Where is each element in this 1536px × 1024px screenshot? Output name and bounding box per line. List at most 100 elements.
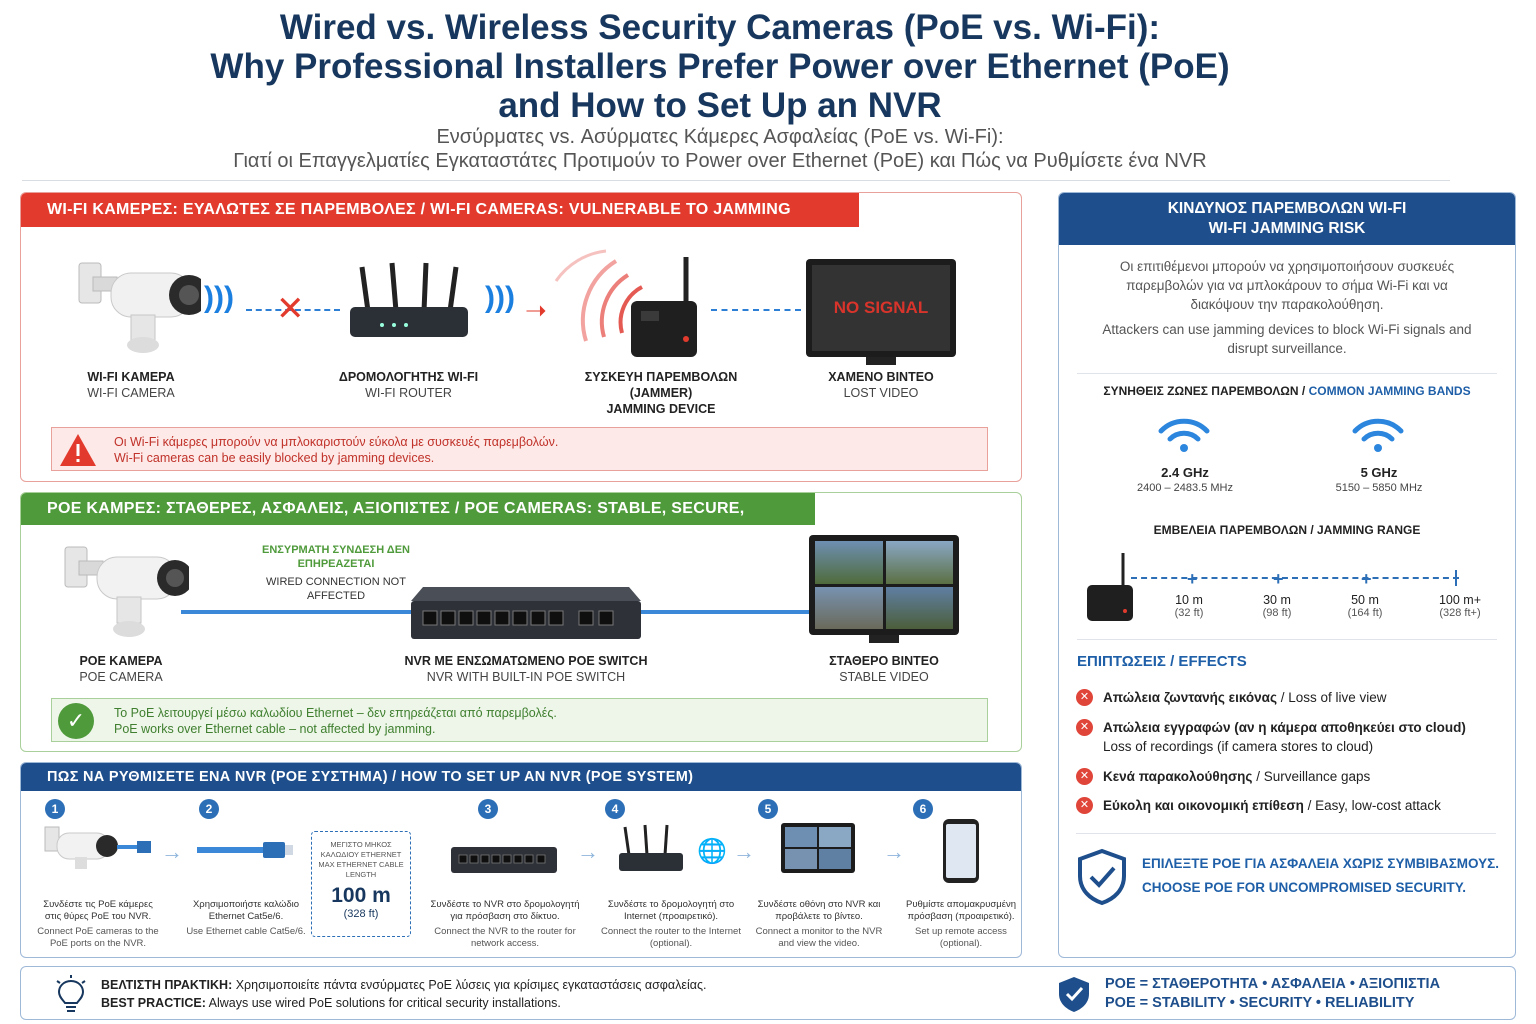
- step3-caption: Συνδέστε το NVR στο δρομολογητή για πρόσ…: [430, 899, 580, 949]
- step-arrow-5: →: [883, 839, 905, 864]
- step-arrow-1: →: [161, 839, 183, 864]
- page-title-line-3: and How to Set Up an NVR: [498, 86, 942, 125]
- range-label-100: 100 m+ (328 ft+): [1438, 593, 1482, 619]
- footer-slogan: POE = ΣΤΑΘΕΡΟΤΗΤΑ • ΑΣΦΑΛΕΙΑ • ΑΞΙΟΠΙΣΤΙ…: [1105, 976, 1441, 1011]
- stable-monitor-stand: [869, 635, 899, 643]
- jammer-device-icon: [554, 249, 697, 357]
- step-number-3: 3: [478, 799, 498, 819]
- step4-caption: Συνδέστε το δρομολογητή στο Internet (πρ…: [601, 899, 741, 949]
- step1-caption: Συνδέστε τις PoE κάμερες στις θύρες PoE …: [37, 899, 159, 949]
- step5-caption: Συνδέστε οθόνη στο NVR και προβάλετε το …: [755, 899, 883, 949]
- blocked-x-icon: ✕: [276, 290, 305, 328]
- wifi-warning-box: Οι Wi-Fi κάμερες μπορούν να μπλοκαριστού…: [51, 427, 988, 471]
- jamming-range-heading: ΕΜΒΕΛΕΙΑ ΠΑΡΕΜΒΟΛΩΝ / JAMMING RANGE: [1153, 523, 1421, 537]
- step-number-4: 4: [605, 799, 625, 819]
- risk-divider-1: [1077, 373, 1497, 374]
- jammer-link-dashed: [711, 309, 801, 311]
- step5-monitor-icon: [781, 823, 855, 873]
- wifi-cameras-panel: WI-FI ΚΑΜΕΡΕΣ: ΕΥΑΛΩΤΕΣ ΣΕ ΠΑΡΕΜΒΟΛΕΣ / …: [20, 192, 1022, 482]
- step-number-1: 1: [45, 799, 65, 819]
- risk-divider-3: [1076, 833, 1496, 834]
- poe-note-english: PoE works over Ethernet cable – not affe…: [114, 722, 436, 736]
- risk-divider-2: [1077, 639, 1497, 640]
- footer-bar: ΒΕΛΤΙΣΤΗ ΠΡΑΚΤΙΚΗ: Χρησιμοποιείτε πάντα …: [20, 966, 1516, 1020]
- step4-router-icon: [619, 824, 683, 871]
- effect-loss-live-view: ✕Απώλεια ζωντανής εικόνας / Loss of live…: [1076, 688, 1496, 707]
- step-number-2: 2: [199, 799, 219, 819]
- router-signal-waves: ))): [485, 281, 515, 314]
- ethernet-cable-icon: [197, 842, 293, 858]
- poe-cable-left: [181, 610, 413, 614]
- page-subtitle-line-1: Ενσύρματες vs. Ασύρματες Κάμερες Ασφαλεί…: [436, 126, 1004, 148]
- jammer-caption: ΣΥΣΚΕΥΗ ΠΑΡΕΜΒΟΛΩΝ (JAMMER)JAMMING DEVIC…: [584, 370, 738, 416]
- range-label-50: 50 m (164 ft): [1347, 593, 1383, 619]
- red-arrow-icon: ➝: [525, 295, 547, 325]
- shield-check-icon: [1078, 848, 1126, 906]
- poe-note-box: ✓ Το PoE λειτουργεί μέσω καλωδίου Ethern…: [51, 698, 988, 742]
- wifi-panel-heading: WI-FI ΚΑΜΕΡΕΣ: ΕΥΑΛΩΤΕΣ ΣΕ ΠΑΡΕΜΒΟΛΕΣ / …: [21, 193, 859, 227]
- step2-caption: Χρησιμοποιήστε καλώδιο Ethernet Cat5e/6.…: [186, 899, 306, 937]
- poe-camera-icon: [64, 546, 189, 637]
- step-arrow-4: →: [733, 839, 755, 864]
- wired-connection-label: ΕΝΣΥΡΜΑΤΗ ΣΥΝΔΕΣΗ ΔΕΝ ΕΠΗΡΕΑΖΕΤΑΙ WIRED …: [262, 544, 410, 602]
- poe-panel-heading: POE ΚΑΜΡΕΣ: ΣΤΑΘΕΡΕΣ, ΑΣΦΑΛΕΙΣ, ΑΞΙΟΠΙΣΤ…: [21, 493, 815, 549]
- range-label-30: 30 m (98 ft): [1262, 593, 1292, 619]
- no-signal-text: NO SIGNAL: [812, 265, 950, 351]
- step-number-6: 6: [913, 799, 933, 819]
- range-tick-30: +: [1273, 569, 1284, 589]
- band-5ghz: 5 GHz 5150 – 5850 MHz: [1335, 465, 1423, 494]
- band-2-4ghz: 2.4 GHz 2400 – 2483.5 MHz: [1136, 465, 1233, 494]
- wifi-warning-greek: Οι Wi-Fi κάμερες μπορούν να μπλοκαριστού…: [114, 435, 559, 449]
- wifi-warning-english: Wi-Fi cameras can be easily blocked by j…: [114, 451, 435, 465]
- jamming-range-line: [1131, 577, 1459, 579]
- poe-cable-right: [639, 610, 811, 614]
- effect-surveillance-gaps: ✕Κενά παρακολούθησης / Surveillance gaps: [1076, 767, 1496, 786]
- internet-globe-icon: 🌐: [697, 838, 727, 865]
- page-title-line-2: Why Professional Installers Prefer Power…: [210, 47, 1230, 86]
- step-arrow-3: →: [577, 839, 599, 864]
- nvr-setup-panel: ΠΩΣ ΝΑ ΡΥΘΜΙΣΕΤΕ ΕΝΑ NVR (POE ΣΥΣΤΗΜΑ) /…: [20, 762, 1022, 958]
- wifi-5ghz-icon: [1352, 418, 1404, 452]
- page-subtitle-line-2: Γιατί οι Επαγγελματίες Εγκαταστάτες Προτ…: [233, 150, 1207, 172]
- x-circle-icon: ✕: [1076, 689, 1093, 706]
- checkmark-icon: ✓: [58, 703, 94, 739]
- x-circle-icon: ✕: [1076, 797, 1093, 814]
- wifi-signal-waves: ))): [204, 281, 234, 314]
- step-number-5: 5: [758, 799, 778, 819]
- setup-panel-heading: ΠΩΣ ΝΑ ΡΥΘΜΙΣΕΤΕ ΕΝΑ NVR (POE ΣΥΣΤΗΜΑ) /…: [21, 763, 1021, 791]
- effect-low-cost-attack: ✕Εύκολη και οικονομική επίθεση / Easy, l…: [1076, 796, 1496, 815]
- nvr-poe-switch-icon: [411, 587, 641, 639]
- smartphone-icon: [943, 819, 979, 883]
- effects-heading: ΕΠΙΠΤΩΣΕΙΣ / EFFECTS: [1077, 653, 1247, 670]
- poe-cameras-panel: POE ΚΑΜΡΕΣ: ΣΤΑΘΕΡΕΣ, ΑΣΦΑΛΕΙΣ, ΑΞΙΟΠΙΣΤ…: [20, 492, 1022, 752]
- jamming-bands-heading: ΣΥΝΗΘΕΙΣ ΖΩΝΕΣ ΠΑΡΕΜΒΟΛΩΝ / COMMON JAMMI…: [1103, 384, 1471, 398]
- step6-caption: Ρυθμίστε απομακρυσμένη πρόσβαση (προαιρε…: [905, 899, 1016, 949]
- max-cable-length-value: 100 m: [331, 884, 391, 907]
- wifi-2-4ghz-icon: [1158, 418, 1210, 452]
- poe-note-greek: Το PoE λειτουργεί μέσω καλωδίου Ethernet…: [114, 706, 557, 720]
- risk-intro: Οι επιτιθέμενοι μπορούν να χρησιμοποιήσο…: [1102, 259, 1472, 356]
- step3-nvr-icon: [451, 847, 557, 873]
- range-tick-50: +: [1361, 569, 1372, 589]
- range-tick-10: +: [1187, 569, 1198, 589]
- wifi-camera-icon: [78, 262, 201, 353]
- choose-poe-message: ΕΠΙΛΕΞΤΕ POE ΓΙΑ ΑΣΦΑΛΕΙΑ ΧΩΡΙΣ ΣΥΜΒΙΒΑΣ…: [1142, 856, 1500, 895]
- jamming-risk-panel: ΚΙΝΔΥΝΟΣ ΠΑΡΕΜΒΟΛΩΝ WI-FI WI-FI JAMMING …: [1058, 192, 1516, 958]
- page-title-line-1: Wired vs. Wireless Security Cameras (PoE…: [279, 8, 1161, 47]
- warning-triangle-icon: [60, 434, 96, 466]
- lost-video-monitor: NO SIGNAL: [806, 259, 956, 357]
- lightbulb-icon: [56, 975, 86, 1012]
- monitor-stand: [866, 357, 896, 365]
- wifi-link-dashed: [246, 309, 340, 311]
- range-tick-100: [1455, 570, 1457, 586]
- small-jammer-icon: [1087, 553, 1133, 621]
- step1-camera-icon: [44, 826, 151, 869]
- x-circle-icon: ✕: [1076, 719, 1093, 736]
- footer-shield-icon: [1059, 977, 1089, 1012]
